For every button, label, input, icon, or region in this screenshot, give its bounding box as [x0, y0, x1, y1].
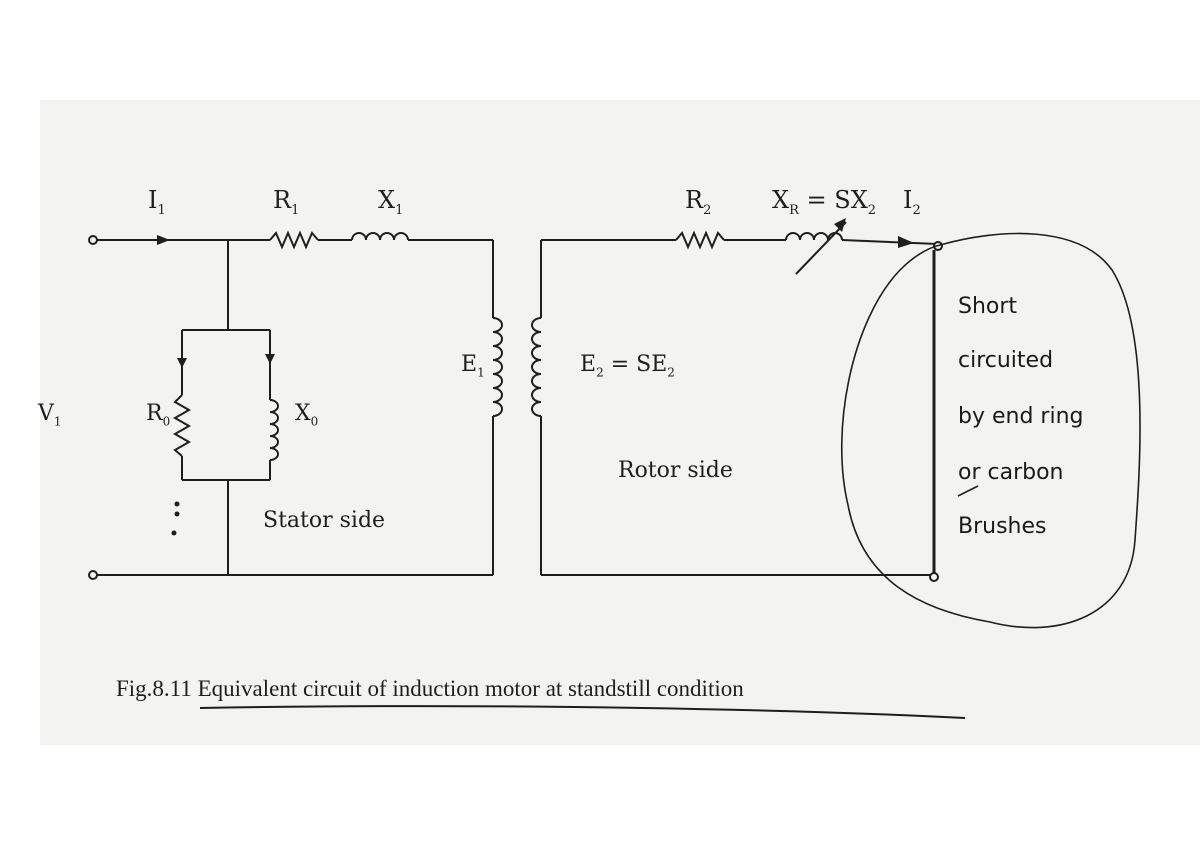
xr-inductor [785, 232, 843, 241]
variable-xr-arrow [795, 221, 847, 275]
label-x1: X1 [378, 186, 404, 218]
note-line-4: or carbon [958, 460, 1064, 485]
note-line-5: Brushes [958, 514, 1047, 539]
label-xr-equation: XR = SX2 [772, 186, 877, 218]
label-rotor-side: Rotor side [618, 458, 733, 483]
r0-resistor [172, 394, 192, 457]
e2-secondary-coil [531, 317, 542, 417]
x0-current-arrow [265, 354, 275, 364]
dot-1 [174, 501, 180, 507]
label-v1: V1 [38, 401, 62, 429]
r2-resistor [675, 230, 725, 250]
handwritten-circle [840, 232, 1141, 629]
e1-primary-coil [492, 317, 503, 417]
page-scan [40, 100, 1200, 745]
figure-caption: Fig.8.11 Equivalent circuit of induction… [116, 676, 744, 701]
i1-current-arrow [157, 235, 170, 245]
note-line-3: by end ring [958, 404, 1084, 429]
x0-inductor [269, 399, 279, 461]
note-line-1: Short [958, 294, 1018, 319]
i2-current-arrow [898, 236, 914, 248]
label-i2: I2 [903, 186, 921, 218]
dot-3 [171, 530, 177, 536]
label-x0: X0 [295, 401, 319, 429]
label-r1: R1 [273, 186, 300, 218]
label-r0: R0 [146, 401, 171, 429]
r1-resistor [269, 230, 319, 250]
terminal-top-left [88, 235, 98, 245]
xr-variable-arrow-head [834, 218, 846, 232]
terminal-rotor-bottom [929, 572, 939, 582]
note-line-2: circuited [958, 348, 1054, 373]
label-stator-side: Stator side [263, 508, 386, 533]
note-handwritten-tick [957, 485, 979, 497]
label-e1: E1 [461, 352, 485, 380]
caption-underline [199, 705, 966, 719]
label-i1: I1 [148, 186, 166, 218]
r0-current-arrow [177, 358, 187, 368]
rotor-top-wire-right [841, 239, 939, 245]
dot-2 [174, 511, 180, 517]
label-e2-equation: E2 = SE2 [580, 352, 675, 380]
label-r2: R2 [685, 186, 712, 218]
x1-inductor [351, 232, 409, 241]
terminal-bottom-left [88, 570, 98, 580]
